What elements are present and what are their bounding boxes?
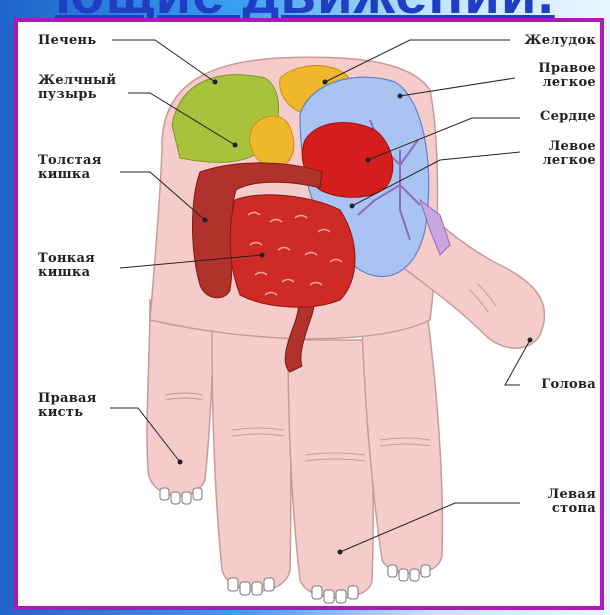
label-right-hand: Правая кисть	[38, 392, 97, 420]
label-left-foot: Левая стопа	[548, 488, 596, 516]
label-right-lung: Правое легкое	[538, 62, 596, 90]
label-liver: Печень	[38, 34, 96, 48]
label-gallbladder: Желчный пузырь	[38, 74, 116, 102]
small-intestine	[230, 195, 355, 307]
label-left-lung: Левое легкое	[542, 140, 596, 168]
label-head: Голова	[541, 378, 596, 392]
label-heart: Сердце	[540, 110, 596, 124]
label-stomach: Желудок	[524, 34, 596, 48]
label-large-intestine: Толстая кишка	[38, 154, 102, 182]
label-small-intestine: Тонкая кишка	[38, 252, 95, 280]
